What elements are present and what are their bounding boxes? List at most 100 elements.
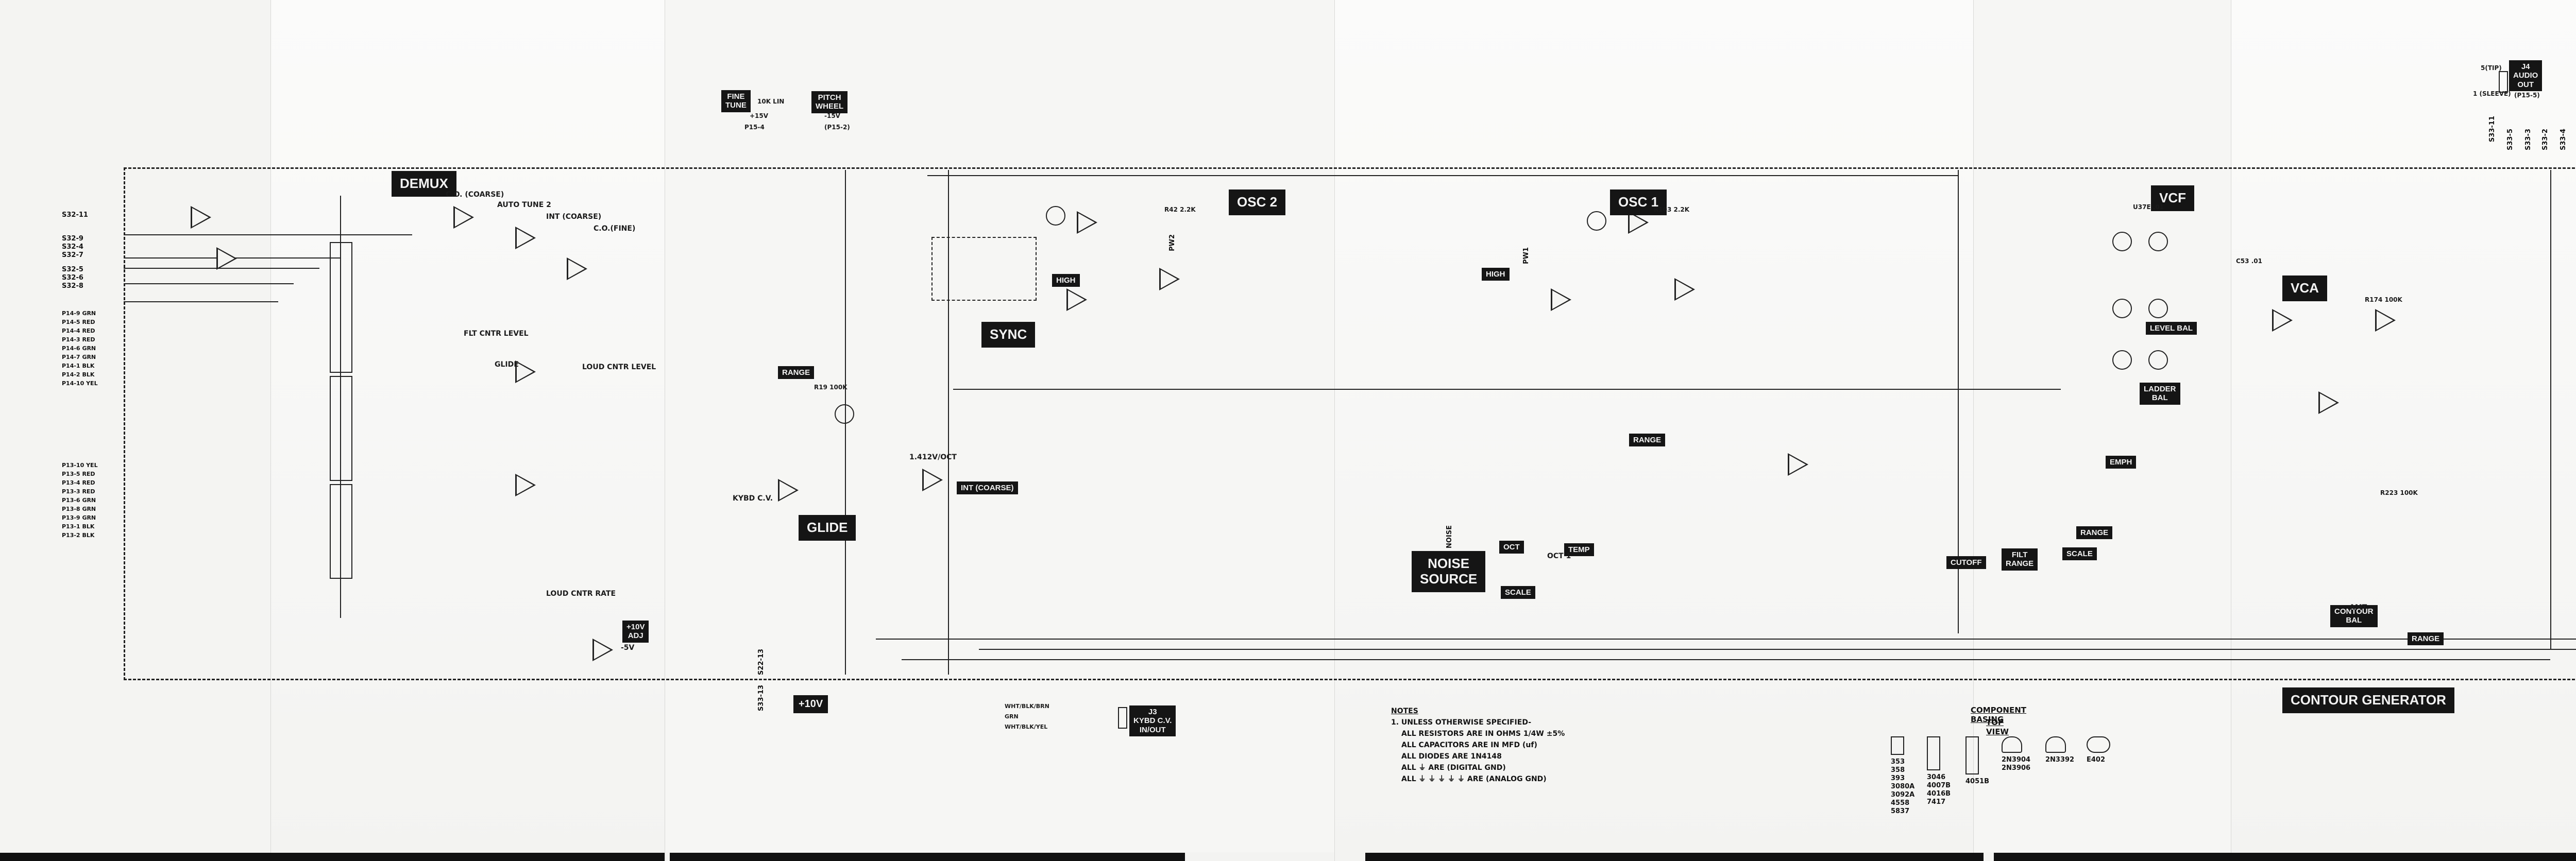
wire-color: BLK xyxy=(82,363,95,369)
signal-oct1: OCT 1 xyxy=(1547,552,1571,560)
note-line-digital-gnd: ALL ⏚ ARE (DIGITAL GND) xyxy=(1401,764,1506,772)
s33-pin: S33-4 xyxy=(2560,129,2567,150)
notes-block: NOTES 1. UNLESS OTHERWISE SPECIFIED- ALL… xyxy=(1391,705,1565,785)
sheet-panel-2 xyxy=(665,0,1335,852)
pin-label: P13-5 xyxy=(62,471,80,477)
wire xyxy=(979,649,2576,650)
wire-color: RED xyxy=(82,336,95,343)
pin-label: P13-2 xyxy=(62,532,80,539)
wire xyxy=(876,639,2576,640)
package-to92-ebc: 2N3904 2N3906 xyxy=(2002,736,2030,772)
demux-ic xyxy=(330,484,352,579)
wire-color: GRN xyxy=(82,506,96,512)
sheet-edge xyxy=(1365,853,1984,861)
s33-pin: S33-5 xyxy=(2506,129,2514,150)
pin-label: P14-7 xyxy=(62,354,80,360)
pin-label: P13-8 xyxy=(62,506,80,512)
trim-int-coarse: INT (COARSE) xyxy=(957,481,1018,495)
wire-color: RED xyxy=(82,488,95,495)
pin-label: P14-10 xyxy=(62,380,84,387)
trim-scale-osc: SCALE xyxy=(1501,586,1535,599)
s32-pin: S32-7 xyxy=(62,251,83,259)
s32-pin: S32-9 xyxy=(62,235,83,243)
pin-label: P13-6 xyxy=(62,497,80,504)
pin-label: P13-10 xyxy=(62,462,84,469)
note-line: ALL DIODES ARE 1N4148 xyxy=(1401,752,1502,761)
opamp-symbol xyxy=(453,206,474,229)
label-plus10v-adj: +10V ADJ xyxy=(622,621,649,643)
trim-oct: OCT xyxy=(1499,541,1524,554)
label-pitch-wheel: PITCH WHEEL xyxy=(811,91,848,113)
wire-color: GRN xyxy=(82,354,96,360)
pin-label: P13-4 xyxy=(62,479,80,486)
wire-color: GRN xyxy=(82,497,96,504)
pin-label: P14-3 xyxy=(62,336,80,343)
wire-color: RED xyxy=(82,471,95,477)
wire xyxy=(1958,170,1959,633)
opamp-symbol xyxy=(1788,453,1808,476)
signal-int-coarse: INT (COARSE) xyxy=(546,213,602,221)
trim-cutoff: CUTOFF xyxy=(1946,556,1986,570)
fold-seam xyxy=(1334,0,1335,861)
p14-connector-list: P14-9 GRN P14-5 RED P14-4 RED P14-3 RED … xyxy=(62,309,98,388)
signal-co-coarse: C.O. (COARSE) xyxy=(446,191,504,199)
note-line-analog-gnd: ALL ⏚ ⏚ ⏚ ⏚ ⏚ ARE (ANALOG GND) xyxy=(1401,775,1547,783)
wire-color: GRN xyxy=(82,310,96,317)
transistor-symbol xyxy=(2112,299,2132,318)
opamp-symbol xyxy=(922,469,943,491)
section-label-osc2: OSC 2 xyxy=(1229,190,1286,215)
transistor-symbol xyxy=(2112,350,2132,370)
pin-label: P13-3 xyxy=(62,488,80,495)
package-14pin-dip: 3046 4007B 4016B 7417 xyxy=(1927,736,1951,806)
opamp-symbol xyxy=(567,257,587,280)
pin-label: P13-1 xyxy=(62,523,80,530)
demux-ic xyxy=(330,242,352,373)
s32-pin: S32-8 xyxy=(62,282,83,290)
dip16-icon xyxy=(1965,736,1979,774)
pin-label: P13-9 xyxy=(62,514,80,521)
opamp-symbol xyxy=(515,227,536,249)
p13-connector-list: P13-10 YEL P13-5 RED P13-4 RED P13-3 RED… xyxy=(62,461,98,540)
wire-color: RED xyxy=(82,319,95,325)
opamp-symbol xyxy=(1674,278,1695,301)
pin-label: P14-2 xyxy=(62,371,80,378)
component-r42: R42 2.2K xyxy=(1164,206,1196,213)
wire xyxy=(953,389,2061,390)
sheet-panel-3 xyxy=(1973,0,2231,852)
s32-pin: S32-4 xyxy=(62,243,83,251)
wire-color: GRN xyxy=(82,514,96,521)
component-u37e: U37E .01 xyxy=(2133,203,2164,211)
component-r172: R174 100K xyxy=(2365,296,2402,303)
notes-heading: NOTES xyxy=(1391,707,1418,715)
signal-glide: GLIDE xyxy=(495,360,519,369)
signal-pw1: PW1 xyxy=(1522,247,1530,264)
trim-range-osc: RANGE xyxy=(1629,434,1666,447)
transistor-symbol xyxy=(1587,211,1606,231)
plus10v-pin: S33-13 xyxy=(757,685,765,711)
kybd-cv-jack-icon xyxy=(1118,707,1127,729)
audio-out-pin: (P15-5) xyxy=(2514,92,2540,99)
opamp-symbol xyxy=(1077,211,1097,234)
transistor-symbol xyxy=(1046,206,1065,226)
wire-color: YEL xyxy=(86,380,98,387)
package-16pin-dip: 4051B xyxy=(1965,736,1989,786)
transistor-symbol xyxy=(2148,350,2168,370)
dip8-icon xyxy=(1891,736,1904,755)
opamp-symbol xyxy=(515,474,536,496)
u19-4007b xyxy=(931,237,1037,301)
s33-pin: S33-3 xyxy=(2524,129,2532,150)
signal-flt-cntr-level: FLT CNTR LEVEL xyxy=(464,330,529,338)
pitch-wheel-pot: 10K LIN xyxy=(757,98,785,105)
plus10v-pin: S22-13 xyxy=(757,649,765,675)
to92-icon xyxy=(2045,736,2066,753)
opamp-symbol xyxy=(1066,288,1087,311)
trim-range-glide: RANGE xyxy=(778,366,815,380)
wire xyxy=(927,175,1958,176)
pin-label: P14-4 xyxy=(62,328,80,334)
label-fine-tune: FINE TUNE xyxy=(721,90,751,112)
signal-amt: AMT xyxy=(2349,604,2367,612)
section-label-contour-generator: CONTOUR GENERATOR xyxy=(2282,687,2454,713)
pin-label: P14-6 xyxy=(62,345,80,352)
audio-out-tip: 5(TIP) xyxy=(2481,64,2502,72)
trim-high-osc1: HIGH xyxy=(1482,268,1510,281)
